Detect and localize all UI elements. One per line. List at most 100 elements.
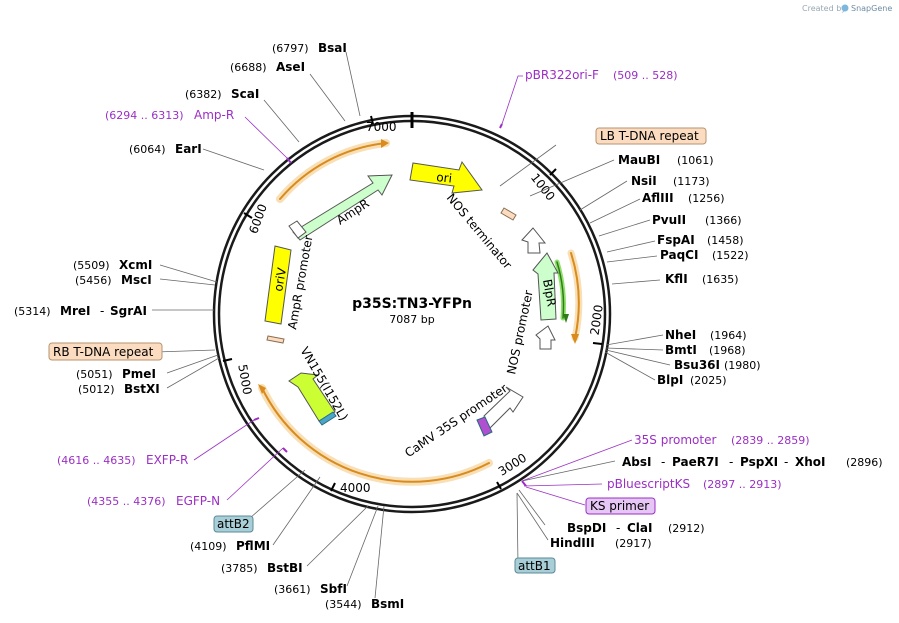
mrei-name: MreI (60, 304, 90, 318)
primer-ticks (253, 123, 527, 487)
msci-name: MscI (121, 273, 152, 287)
pbluescript-primer-name: pBluescriptKS (607, 477, 690, 491)
tick-2000: 2000 (588, 304, 606, 336)
paqci-name: PaqCI (660, 248, 698, 262)
absi-sep-2: - (729, 455, 733, 469)
tick-3000: 3000 (496, 451, 529, 479)
nos-terminator-feature (500, 207, 517, 221)
blpi-name: BlpI (657, 373, 683, 387)
bmti-pos: (1968) (709, 344, 746, 357)
bstbi-pos: (3785) (221, 562, 258, 575)
pvuii-pos: (1366) (705, 214, 742, 227)
rb-tdna-marker (266, 335, 285, 344)
tick-5000: 5000 (235, 363, 254, 396)
bsu36i-pos: (1980) (724, 359, 761, 372)
afliii-pos: (1256) (688, 192, 725, 205)
terminator-arrow-icon (521, 227, 547, 254)
pflmi-name: PflMI (236, 539, 270, 553)
pbr322-primer-range: (509 .. 528) (613, 69, 678, 82)
ampr-primer-range: (6294 .. 6313) (105, 109, 184, 122)
mrei-sep: - (100, 304, 104, 318)
srgai-pos: (5314) (14, 305, 51, 318)
bsmi-pos: (3544) (325, 598, 362, 611)
att-site-marker (476, 416, 493, 437)
bstbi-name: BstBI (267, 561, 303, 575)
bsmi-name: BsmI (371, 597, 404, 611)
egfp-n-range: (4355 .. 4376) (87, 495, 166, 508)
eari-pos: (6064) (129, 143, 166, 156)
blpi-pos: (2025) (690, 374, 727, 387)
bsai-pos: (6797) (272, 42, 309, 55)
35s-primer-range: (2839 .. 2859) (731, 434, 810, 447)
attb1-label: attB1 (518, 559, 551, 573)
rb-tdna-label: RB T-DNA repeat (53, 345, 154, 359)
scai-pos: (6382) (185, 88, 222, 101)
oriv-label: oriV (271, 266, 289, 293)
oriv-feature (264, 245, 292, 325)
kfli-pos: (1635) (702, 273, 739, 286)
bspdi-name: BspDI (567, 521, 606, 535)
arrowhead-icon (571, 334, 579, 344)
orange-bands (258, 139, 583, 486)
ks-primer-label: KS primer (590, 499, 649, 513)
attb2-box (213, 515, 254, 533)
pvuii-name: PvuII (652, 213, 686, 227)
pbluescript-primer-range: (2897 .. 2913) (703, 478, 782, 491)
blpr-feature (532, 252, 559, 321)
fspai-name: FspAI (657, 233, 695, 247)
lb-tdna-label: LB T-DNA repeat (600, 129, 699, 143)
nos-promoter-label: NOS promoter (504, 289, 535, 376)
tick-7000: 7000 (366, 120, 397, 134)
paer7i-name: PaeR7I (672, 455, 719, 469)
eari-name: EarI (175, 142, 202, 156)
bmti-name: BmtI (665, 343, 697, 357)
leader-lines (152, 51, 671, 599)
exfp-r-name: EXFP-R (146, 453, 188, 467)
msci-pos: (5456) (75, 274, 112, 287)
primer-leader-lines (193, 75, 633, 506)
credit-text: Created by (802, 4, 846, 13)
bsu36i-name: Bsu36I (674, 358, 720, 372)
absi-name: AbsI (622, 455, 651, 469)
exfp-r-range: (4616 .. 4635) (57, 454, 136, 467)
hindiii-name: HindIII (550, 536, 595, 550)
camv-feature (483, 386, 524, 431)
ampr-promoter-label: AmpR promoter (285, 234, 315, 330)
pflmi-pos: (4109) (190, 540, 227, 553)
attb2-label: attB2 (217, 517, 250, 531)
pmei-pos: (5051) (76, 368, 113, 381)
ori-feature (409, 160, 483, 194)
kfli-name: KflI (665, 272, 688, 286)
blpr-label: BlpR (540, 278, 559, 308)
asei-pos: (6688) (230, 61, 267, 74)
hindiii-pos: (2917) (615, 537, 652, 550)
absi-sep-1: - (661, 455, 665, 469)
pspxi-name: PspXI (740, 455, 778, 469)
bspdi-sep: - (616, 521, 620, 535)
pmei-name: PmeI (122, 367, 156, 381)
plasmid-size: 7087 bp (389, 313, 434, 326)
bsai-name: BsaI (318, 41, 347, 55)
attb1-box (514, 557, 556, 574)
snapgene-logo-icon (841, 4, 849, 12)
nos-terminator-label: NOS terminator (444, 191, 515, 272)
clai-name: ClaI (627, 521, 652, 535)
absi-pos: (2896) (846, 456, 883, 469)
tick-marks (222, 115, 603, 492)
xhoi-name: XhoI (795, 455, 826, 469)
bstxi-name: BstXI (124, 382, 160, 396)
paqci-pos: (1522) (712, 249, 749, 262)
scai-name: ScaI (231, 87, 259, 101)
bstxi-pos: (5012) (78, 383, 115, 396)
nsii-pos: (1173) (673, 175, 710, 188)
ks-primer-box (585, 497, 656, 515)
absi-sep-3: - (784, 455, 788, 469)
arrowhead-icon (563, 314, 569, 323)
ampr-primer-name: Amp-R (194, 108, 234, 122)
ampr-promoter-feature (288, 220, 307, 239)
35s-primer-name: 35S promoter (634, 433, 716, 447)
tick-4000: 4000 (340, 481, 371, 495)
attb2-marker (318, 411, 337, 426)
xcmi-name: XcmI (119, 258, 152, 272)
